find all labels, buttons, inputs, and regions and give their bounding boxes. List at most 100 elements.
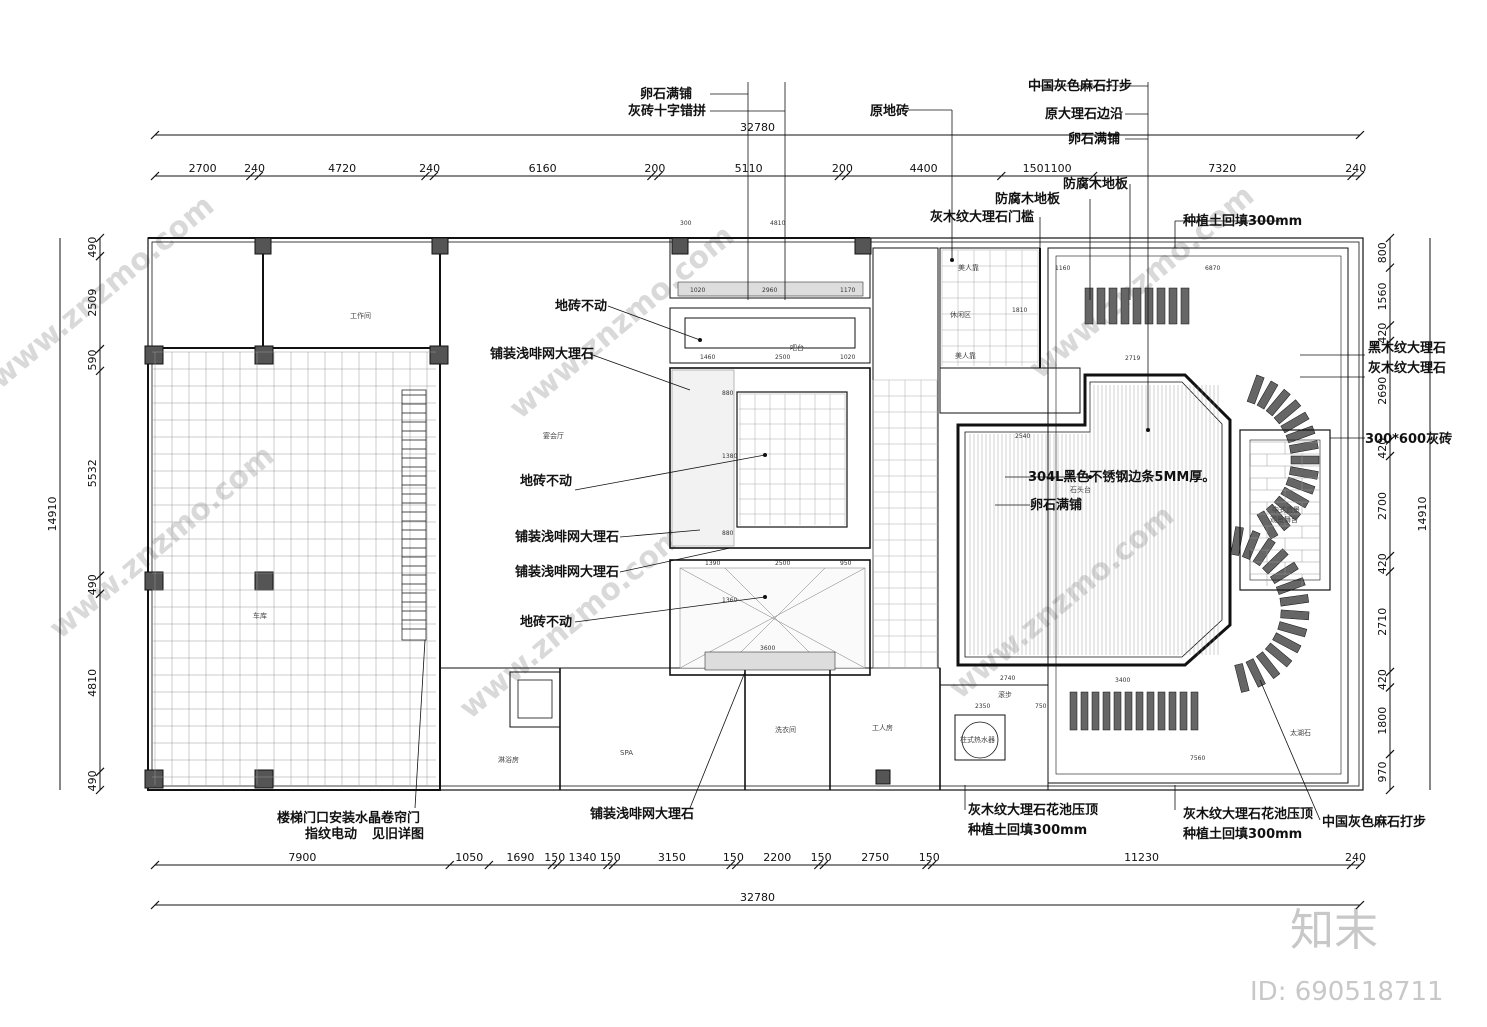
stone <box>1132 287 1142 325</box>
dimension-tick <box>150 130 160 140</box>
watermark-text: www.znzmo.com <box>1023 178 1261 386</box>
material-labels-right: 黑木纹大理石 灰木纹大理石 300*600灰砖 <box>1365 340 1452 447</box>
inner-dim: 1360 <box>722 597 737 604</box>
label-soil-fill-top: 种植土回填300mm <box>1182 213 1302 229</box>
dimension-tick <box>1355 860 1365 870</box>
dimension-tick <box>95 344 105 354</box>
corridor-tile-grid <box>739 249 1039 669</box>
label-marble-threshold: 灰木纹大理石门槛 <box>930 209 1034 225</box>
room-spa: SPA <box>620 749 633 757</box>
dimension-tick <box>1385 336 1395 346</box>
material-labels-bottom: 楼梯门口安装水晶卷帘门 指纹电动 见旧详图 铺装浅啡网大理石 灰木纹大理石花池压… <box>277 802 1426 842</box>
dimension-label: 5532 <box>86 459 99 487</box>
stone <box>1108 287 1118 325</box>
inner-dim: 750 <box>1035 703 1047 710</box>
label-fingerprint: 指纹电动 <box>305 826 357 842</box>
dimension-tick <box>654 171 663 181</box>
dimension-tick <box>841 171 851 181</box>
label-pebble-pond: 卵石满铺 <box>1030 497 1082 513</box>
dimension-label: 1501100 <box>1023 162 1072 175</box>
stone <box>1135 691 1144 731</box>
watermark-text: www.znzmo.com <box>43 438 281 646</box>
stone <box>1264 642 1293 668</box>
label-marble-edge: 原大理石边沿 <box>1045 106 1123 122</box>
inner-dim: 7560 <box>1190 755 1205 762</box>
marble-zones <box>671 281 866 671</box>
stone <box>1124 691 1133 731</box>
dimension-tick <box>1347 171 1356 181</box>
dimension-tick <box>922 860 931 870</box>
leader-lines <box>414 82 1365 821</box>
label-planter-cap-1: 灰木纹大理石花池压顶 <box>968 802 1098 818</box>
dimension-tick <box>646 171 656 181</box>
dimension-tick <box>1385 263 1395 273</box>
stone <box>1168 691 1177 731</box>
watermark-text: www.znzmo.com <box>0 188 221 396</box>
room-lounge: 休闲区 <box>950 310 971 319</box>
dimension-tick <box>95 233 105 243</box>
dimension-label: 150 <box>600 851 621 864</box>
stone <box>1279 594 1310 607</box>
stone <box>1069 691 1078 731</box>
stone <box>1262 548 1289 575</box>
material-labels-center: 304L黑色不锈钢边条5MM厚。 卵石满铺 <box>1028 469 1215 513</box>
dimension-tick <box>1385 683 1395 692</box>
dimension-tick <box>1385 451 1395 461</box>
dimension-label: 7900 <box>288 851 316 864</box>
dimension-tick <box>834 171 844 181</box>
dimension-label: 490 <box>86 574 99 595</box>
label-gray-brick: 灰砖十字错拼 <box>628 103 706 119</box>
dimension-label: 240 <box>419 162 440 175</box>
dimension-label: 240 <box>1345 162 1366 175</box>
stone <box>1179 691 1188 731</box>
label-planter-cap-2: 灰木纹大理石花池压顶 <box>1183 806 1313 822</box>
label-wood-floor-2: 防腐木地板 <box>995 191 1061 207</box>
room-banquet-hall: 宴会厅 <box>543 431 564 440</box>
stone <box>1290 455 1320 465</box>
dimension-label: 4720 <box>328 162 356 175</box>
dimension-label: 2509 <box>86 289 99 317</box>
dimension-tick <box>1385 749 1395 759</box>
room-servant: 工人房 <box>872 723 893 732</box>
stone <box>1113 691 1122 731</box>
stone <box>1084 287 1094 325</box>
dimension-label: 4400 <box>910 162 938 175</box>
inner-dim: 300 <box>680 220 692 227</box>
room-rolling-step: 滚步 <box>998 690 1012 699</box>
inner-dim: 2719 <box>1125 355 1140 362</box>
dimension-tick <box>1385 567 1395 576</box>
dimension-tick <box>547 860 557 870</box>
label-pebble-full: 卵石满铺 <box>640 86 692 102</box>
stage-bricks <box>1249 441 1320 586</box>
stone <box>1156 287 1166 325</box>
dimension-label: 7320 <box>1208 162 1236 175</box>
label-marble-2: 铺装浅啡网大理石 <box>515 529 619 545</box>
label-gray-brick-300x600: 300*600灰砖 <box>1365 431 1452 447</box>
label-original-tile: 原地砖 <box>870 103 909 119</box>
watermark-id: ID: 690518711 <box>1250 977 1444 1007</box>
stone <box>1234 663 1250 693</box>
stone <box>1252 537 1276 567</box>
dimension-label: 5110 <box>735 162 763 175</box>
dimension-label: 4810 <box>86 669 99 697</box>
dimension-tick <box>1385 785 1395 795</box>
inner-dim: 4810 <box>770 220 785 227</box>
stone <box>1080 691 1089 731</box>
stone <box>1280 609 1310 621</box>
stone <box>1190 691 1199 731</box>
stone <box>1255 651 1281 680</box>
dimension-label: 150 <box>811 851 832 864</box>
dimension-tick <box>1385 551 1395 561</box>
dimension-label: 150 <box>919 851 940 864</box>
dimension-tick <box>927 860 937 870</box>
inner-dim: 2350 <box>975 703 990 710</box>
dimension-label: 1800 <box>1376 707 1389 735</box>
material-labels-left: 地砖不动 铺装浅啡网大理石 地砖不动 铺装浅啡网大理石 铺装浅啡网大理石 地砖不… <box>490 298 619 630</box>
dimension-label: 240 <box>1345 851 1366 864</box>
stone <box>1091 691 1100 731</box>
inner-dim: 1380 <box>722 453 737 460</box>
dimension-tick <box>421 171 430 181</box>
stone <box>1146 691 1155 731</box>
stone <box>1272 632 1302 654</box>
dimension-label: 420 <box>1376 669 1389 690</box>
